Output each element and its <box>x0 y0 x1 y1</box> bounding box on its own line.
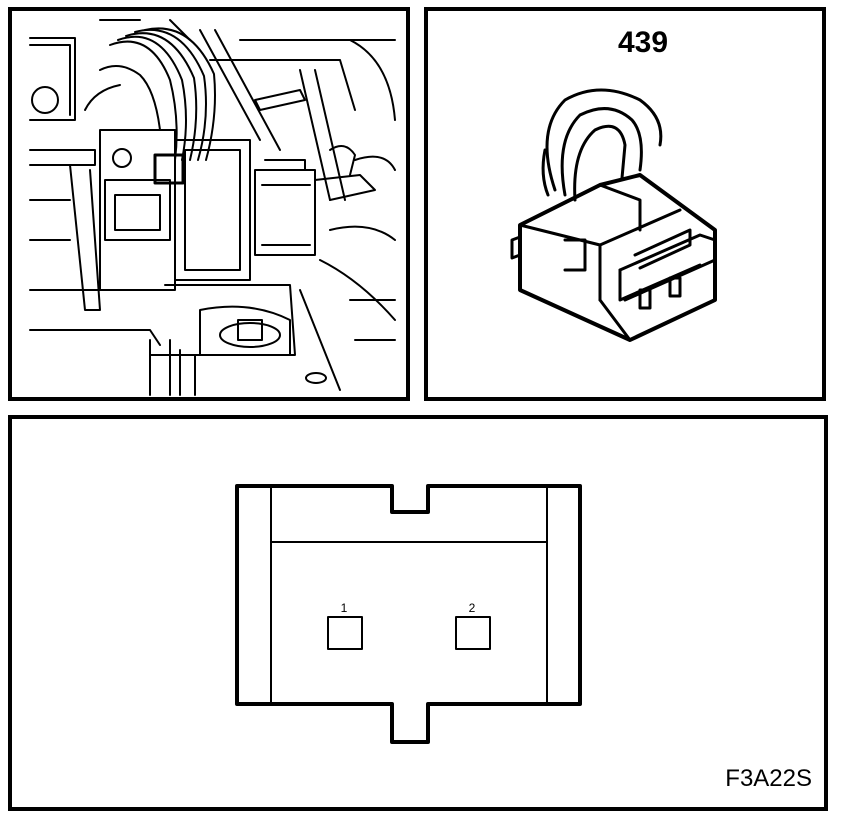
pin-2-label: 2 <box>469 601 476 615</box>
connector-3d-panel: 439 <box>424 7 826 401</box>
pin-1: 1 <box>327 601 363 650</box>
location-line-drawing <box>29 19 396 396</box>
connector-face-outline <box>235 484 582 744</box>
location-view-panel <box>8 7 410 401</box>
figure-code: F3A22S <box>725 765 812 792</box>
connector-number: 439 <box>618 26 668 59</box>
pin-1-label: 1 <box>341 601 348 615</box>
pin-face-panel: 1 2 F3A22S <box>8 415 828 811</box>
connector-face-details <box>270 485 548 705</box>
pin-2: 2 <box>455 601 491 650</box>
connector-3d-drawing <box>510 88 717 342</box>
